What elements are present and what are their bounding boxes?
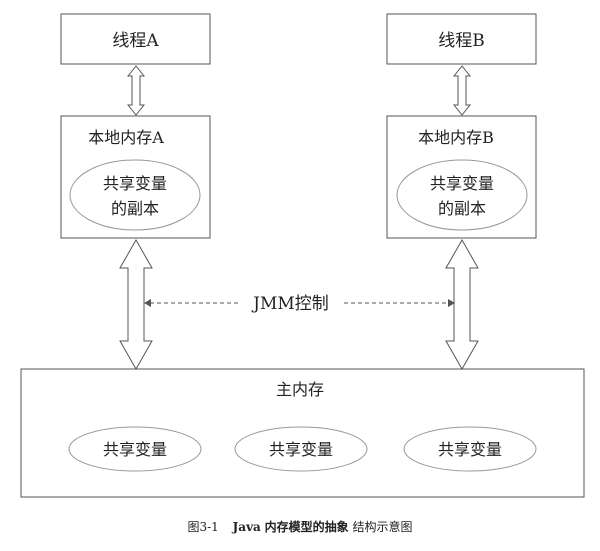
local-memory-a-copy-line1: 共享变量 — [103, 174, 167, 193]
jmm-control-label: JMM控制 — [251, 294, 329, 314]
local-memory-b-copy-ellipse — [396, 159, 528, 231]
local-memory-b-copy-line1: 共享变量 — [430, 174, 494, 193]
local-memory-b-title: 本地内存B — [418, 128, 494, 147]
jmm-control: JMM控制 — [144, 294, 455, 314]
local-memory-a-box — [60, 115, 211, 239]
thread-b-box — [386, 13, 537, 65]
thread-b-label: 线程B — [438, 31, 485, 51]
local-memory-a-title: 本地内存A — [88, 128, 164, 147]
main-shared-variable-2: 共享变量 — [269, 440, 333, 459]
thread-b-local-b-arrow — [452, 65, 472, 116]
jmm-control-arrowhead-right — [448, 299, 455, 307]
thread-a-box — [60, 13, 211, 65]
caption-java: Java — [232, 520, 261, 534]
local-memory-b-box — [386, 115, 537, 239]
main-shared-variable-1: 共享变量 — [103, 440, 167, 459]
local-memory-a: 本地内存A 共享变量 的副本 — [60, 115, 211, 239]
local-memory-a-copy-ellipse — [69, 159, 201, 231]
main-shared-variable-1-ellipse — [68, 426, 202, 472]
main-shared-variable-3: 共享变量 — [438, 440, 502, 459]
thread-b: 线程B — [386, 13, 537, 65]
main-memory-title: 主内存 — [276, 380, 324, 399]
figure-number: 图3-1 — [187, 520, 218, 534]
local-memory-b: 本地内存B 共享变量 的副本 — [386, 115, 537, 239]
figure-caption: 图3-1 Java 内存模型的抽象 结构示意图 — [187, 519, 412, 534]
main-memory-box — [20, 368, 585, 498]
thread-a-label: 线程A — [112, 31, 159, 51]
main-memory: 主内存 共享变量 共享变量 共享变量 — [20, 368, 585, 498]
local-memory-a-copy-line2: 的副本 — [111, 199, 159, 218]
jmm-control-arrowhead-left — [144, 299, 151, 307]
thread-a: 线程A — [60, 13, 211, 65]
caption-bold: 内存模型的抽象 — [265, 519, 349, 534]
caption-tail: 结构示意图 — [353, 519, 413, 534]
main-shared-variable-3-ellipse — [403, 426, 537, 472]
main-shared-variable-2-ellipse — [234, 426, 368, 472]
local-memory-b-copy-line2: 的副本 — [438, 199, 486, 218]
thread-a-local-a-arrow — [126, 65, 146, 116]
